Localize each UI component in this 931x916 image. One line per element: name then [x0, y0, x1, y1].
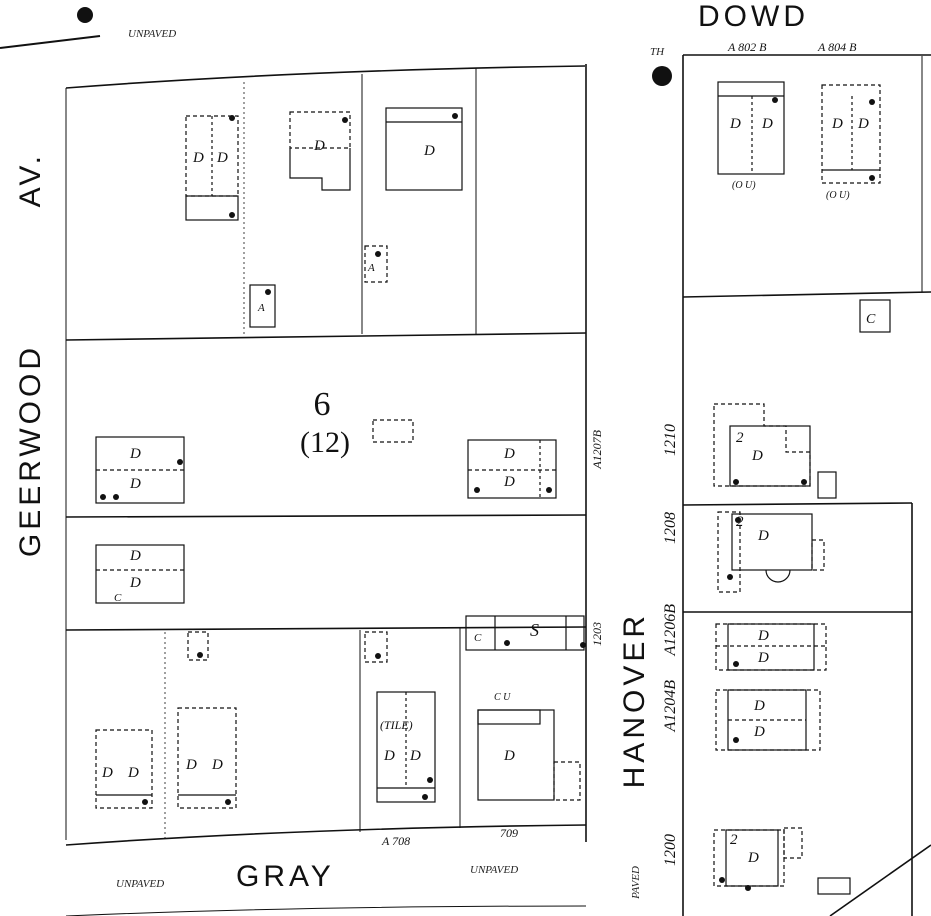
street-label-av: AV. — [14, 152, 47, 208]
address-1200: 1200 — [662, 834, 679, 866]
street-label-hanover: HANOVER — [618, 612, 651, 789]
label-paved-right: PAVED — [630, 866, 642, 899]
bldg-s-1: S — [530, 620, 539, 640]
street-label-dowd: DOWD — [698, 0, 809, 33]
address-1207: A1207B — [590, 430, 604, 469]
address-802: A 802 B — [728, 40, 767, 54]
bldg-d-3: D — [193, 150, 204, 166]
bldg-out-2: (O U) — [826, 190, 850, 201]
bldg-d-19: D — [762, 116, 773, 132]
street-lines — [0, 35, 931, 916]
bldg-d-14: D — [212, 757, 223, 773]
label-th: TH — [650, 46, 665, 58]
address-709: 709 — [500, 826, 518, 840]
address-1204: A1204B — [662, 680, 679, 732]
bldg-d-15: D — [384, 748, 395, 764]
bldg-out-1: (O U) — [732, 180, 756, 191]
bldg-d-18: D — [730, 116, 741, 132]
bldg-2-3: 2 — [730, 832, 738, 848]
bldg-a-1: A — [368, 262, 375, 274]
bldg-c-1: C — [114, 592, 122, 604]
bldg-d-2: D — [424, 143, 435, 159]
bldg-2-1: 2 — [736, 430, 744, 446]
bldg-c-2: C — [474, 632, 482, 644]
bldg-d-28: D — [748, 850, 759, 866]
bldg-cu-1: C U — [494, 692, 511, 703]
bldg-d-23: D — [758, 528, 769, 544]
street-label-gray: GRAY — [236, 860, 335, 893]
bldg-d-21: D — [858, 116, 869, 132]
bldg-d-6: D — [130, 476, 141, 492]
block-number: 6 — [313, 386, 331, 423]
bldg-d-5: D — [130, 446, 141, 462]
bldg-a-2: A — [258, 302, 265, 314]
bldg-d-1: D — [314, 138, 325, 154]
block-subnumber: (12) — [300, 426, 350, 459]
label-unpaved-top: UNPAVED — [128, 28, 177, 40]
address-1203: 1203 — [590, 622, 604, 646]
address-1208: 1208 — [662, 512, 679, 544]
bldg-d-11: D — [102, 765, 113, 781]
bldg-d-8: D — [504, 474, 515, 490]
address-804: A 804 B — [818, 40, 857, 54]
bldg-c-3: C — [866, 312, 876, 327]
label-tile: (TILE) — [380, 718, 413, 732]
markers — [77, 7, 875, 891]
address-1206: A1206B — [662, 604, 679, 656]
bldg-d-26: D — [754, 698, 765, 714]
bldg-d-4: D — [217, 150, 228, 166]
buildings — [95, 81, 891, 895]
bldg-d-16: D — [410, 748, 421, 764]
bldg-d-25: D — [758, 650, 769, 666]
address-1210: 1210 — [662, 424, 679, 456]
address-708: A 708 — [382, 834, 411, 848]
bldg-d-10: D — [130, 575, 141, 591]
label-unpaved-left: UNPAVED — [116, 878, 165, 890]
street-label-geerwood: GEERWOOD — [14, 344, 47, 558]
bldg-2-2: 2 — [736, 514, 744, 530]
bldg-d-7: D — [504, 446, 515, 462]
bldg-d-20: D — [832, 116, 843, 132]
bldg-d-22: D — [752, 448, 763, 464]
bldg-d-24: D — [758, 628, 769, 644]
bldg-d-9: D — [130, 548, 141, 564]
bldg-d-13: D — [186, 757, 197, 773]
bldg-d-27: D — [754, 724, 765, 740]
bldg-d-12: D — [128, 765, 139, 781]
label-unpaved-bottom: UNPAVED — [470, 864, 519, 876]
bldg-d-17: D — [504, 748, 515, 764]
